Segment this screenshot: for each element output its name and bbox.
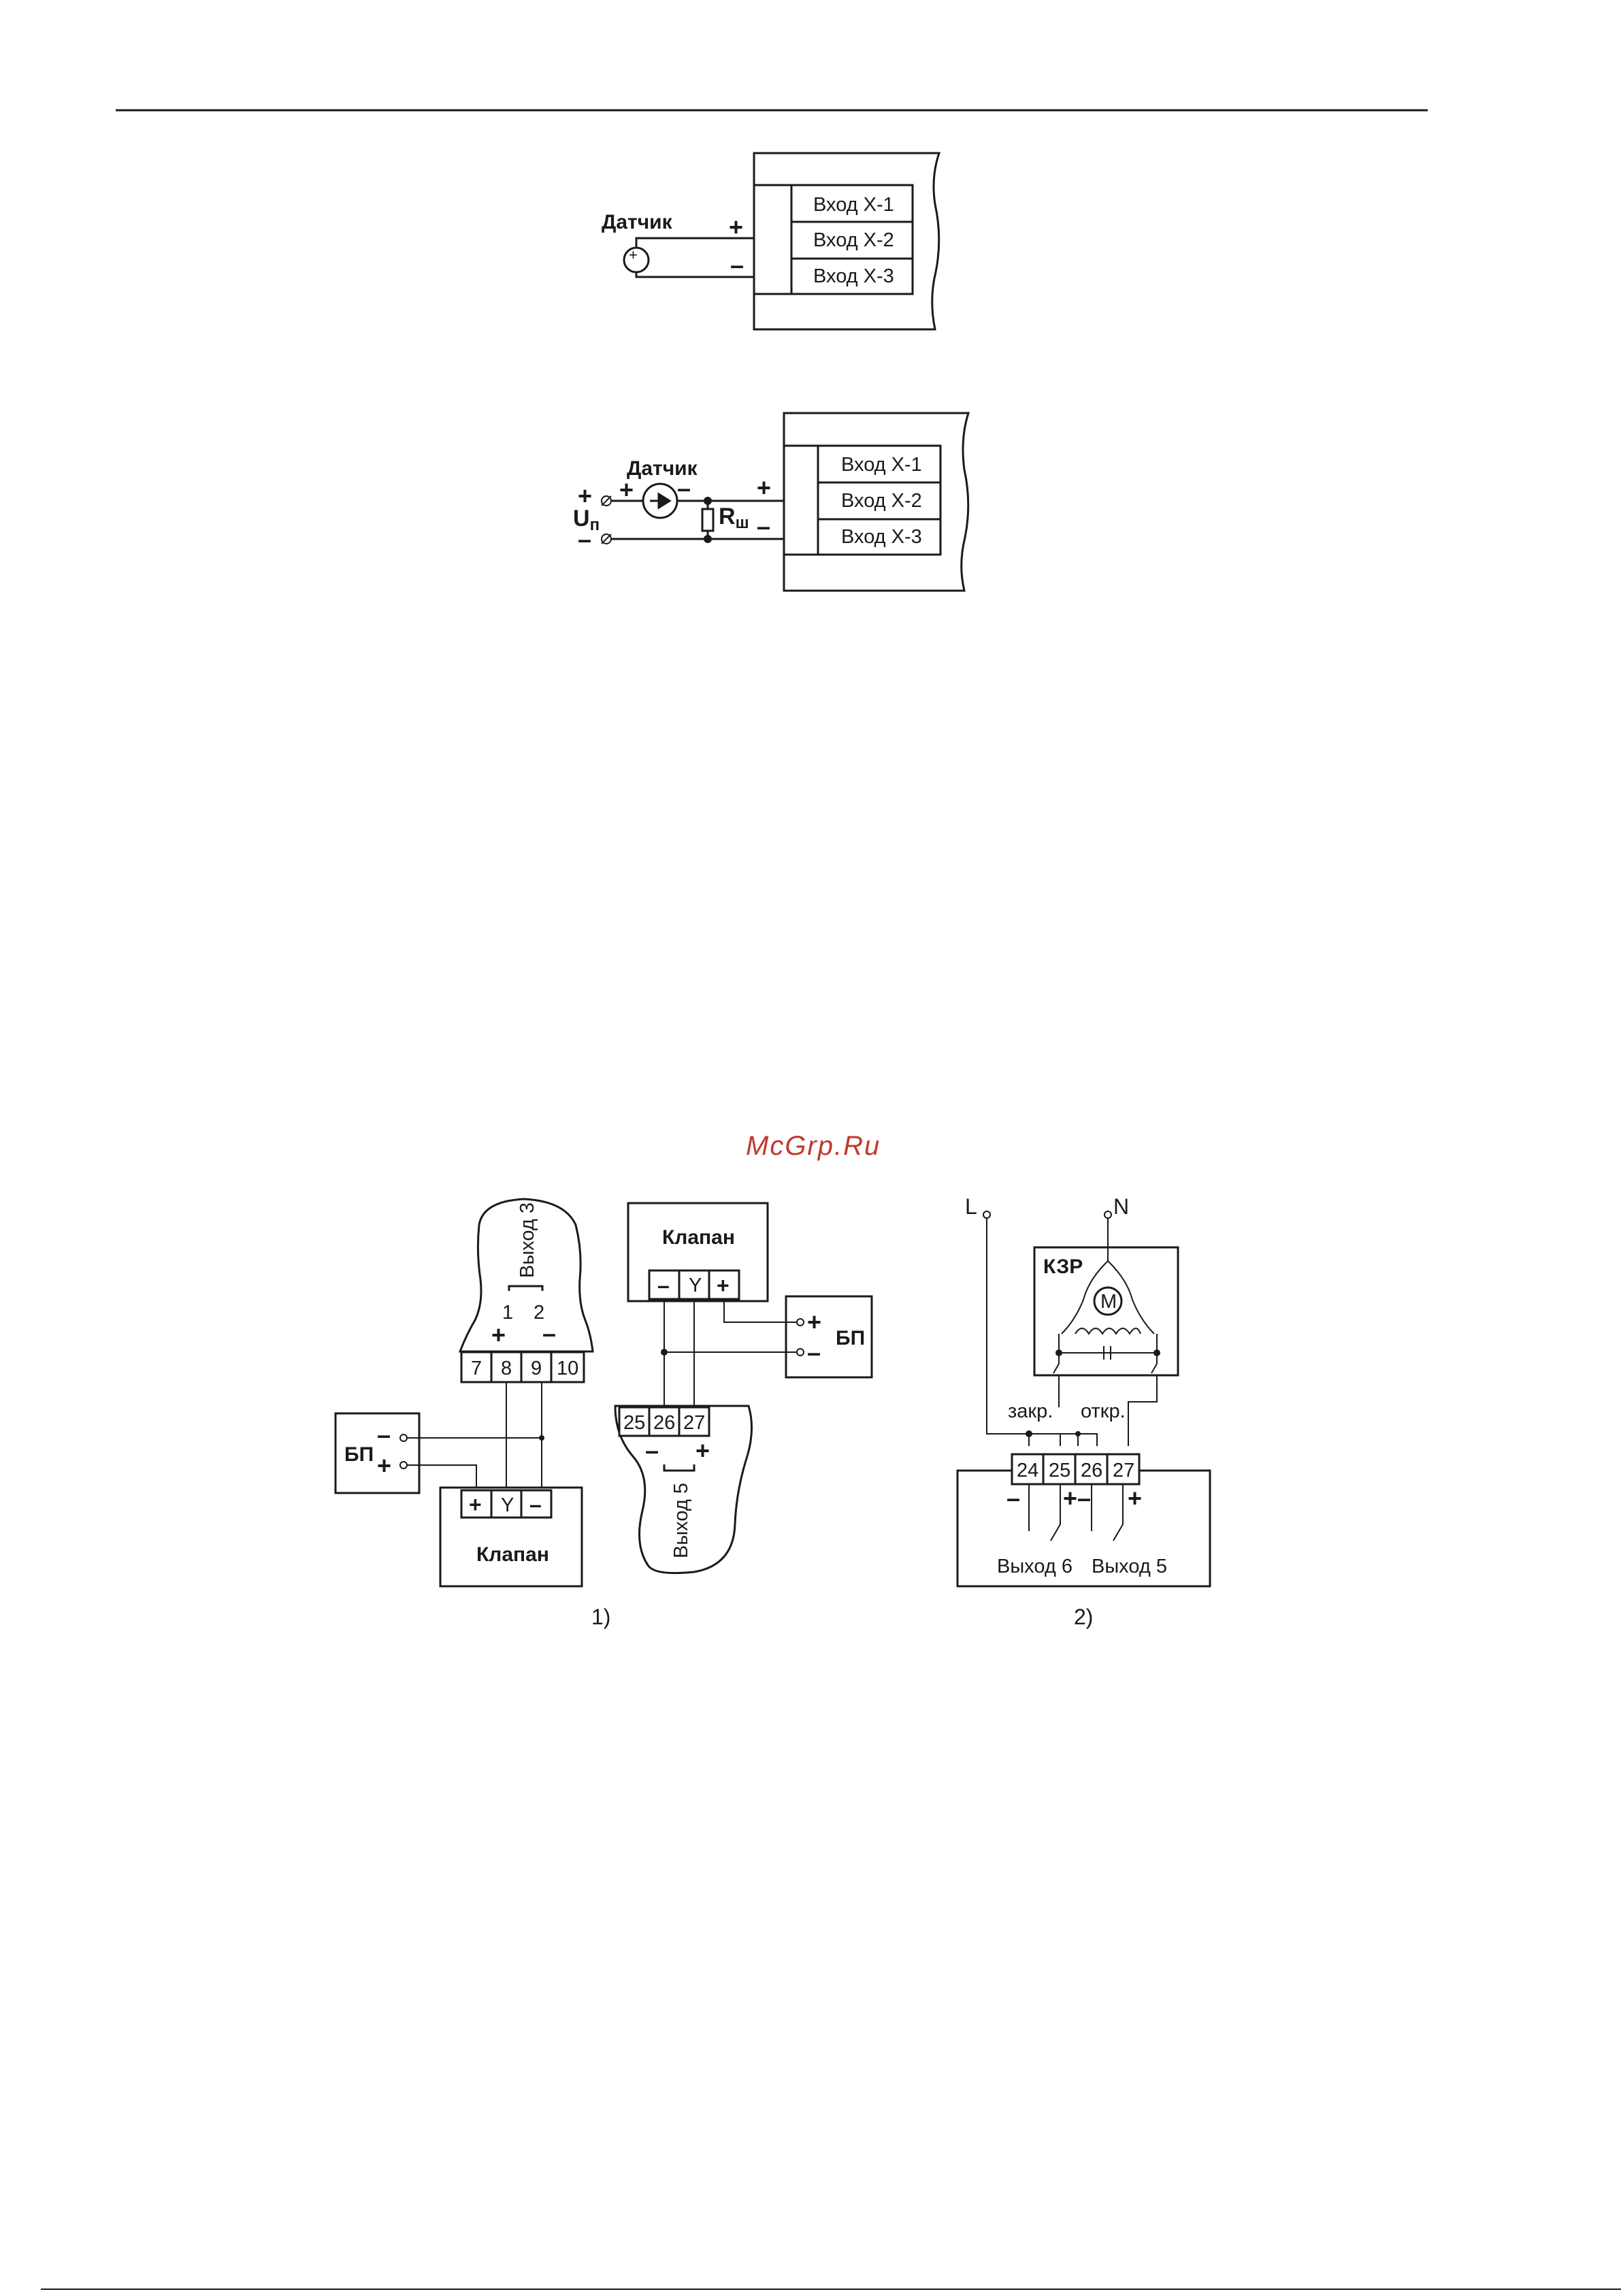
input-minus: – [757,512,770,540]
input-plus: + [757,474,771,502]
output-6-label: Выход 6 [997,1556,1073,1577]
junction-dot [661,1349,668,1356]
polarity-27: + [1128,1484,1142,1512]
supply-minus: – [578,525,591,553]
terminal-7-label: 7 [471,1358,482,1379]
diagram-1-valve-wiring: Выход 3 1 2 + – 7 8 9 10 БП – + + Y – [335,1199,872,1629]
input-x3-label: Вход X-3 [841,526,922,548]
valve-label-upper: Клапан [662,1226,735,1249]
shunt-label: Rш [719,504,749,532]
current-arrow-icon [650,494,670,508]
wire-open [1128,1375,1157,1446]
polarity-25-26: +– [1063,1484,1091,1512]
sensor-minus: – [677,474,691,502]
terminal-N-icon [1104,1211,1111,1218]
valve-top-pin-minus-label: – [657,1273,670,1298]
sensor-plus-mark: + [629,246,638,263]
plus-sign: + [729,213,743,241]
input-x1-label: Вход X-1 [841,454,922,476]
psu-right-minus: – [807,1339,821,1366]
terminal-8-label: 8 [501,1358,512,1379]
close-label: закр. [1008,1400,1053,1422]
watermark: McGrp.Ru [746,1131,881,1161]
output-3-bracket [509,1286,542,1291]
psu-plus: + [377,1452,391,1479]
input-x3-label: Вход X-3 [813,265,894,287]
terminal-9-label: 9 [531,1358,542,1379]
kzr-label: КЗР [1043,1256,1083,1278]
valve-top-pin-plus-label: + [717,1273,730,1298]
terminal-24-label: 24 [1017,1460,1038,1481]
terminal-10-label: 10 [557,1358,578,1379]
terminal-26-label: 26 [1081,1460,1102,1481]
output-5-plus: + [695,1437,710,1464]
valve-pin-minus-label: – [529,1492,542,1517]
input-x1-label: Вход X-1 [813,194,894,216]
psu-label: БП [344,1443,374,1466]
shunt-resistor [702,509,713,531]
input-x2-label: Вход X-2 [841,490,922,512]
wire-close-to-25 [1029,1434,1060,1446]
line-N-label: N [1113,1194,1129,1219]
wire-26-27 [1078,1434,1097,1446]
motor-label: M [1100,1291,1117,1313]
terminal-25-label: 25 [623,1412,645,1434]
psu-right-plus: + [807,1308,821,1336]
valve-pin-plus-label: + [469,1492,482,1517]
sensor-label: Датчик [602,211,673,233]
minus-sign: – [730,251,744,279]
psu-right-label: БП [836,1327,865,1349]
junction-dot [539,1435,544,1441]
terminal-25-label: 25 [1049,1460,1070,1481]
terminal-26-label: 26 [653,1412,675,1434]
caption-2: 2) [1074,1605,1093,1629]
valve-top-pin-y-label: Y [689,1275,702,1296]
output-5-minus: – [645,1437,659,1464]
valve-label-lower: Клапан [476,1543,549,1566]
output-5-label: Выход 5 [670,1483,692,1558]
output-3-label: Выход 3 [517,1202,538,1278]
psu-minus: – [377,1421,391,1449]
terminal-27-label: 27 [1113,1460,1134,1481]
polarity-24: – [1006,1484,1020,1512]
input-column-left [784,446,818,555]
open-label: откр. [1081,1400,1126,1422]
junction-dot [1026,1430,1032,1437]
input-x2-label: Вход X-2 [813,229,894,251]
pin-plus: + [491,1321,506,1349]
diagram-2-kzr-wiring: L N КЗР M закр. откр. 24 25 2 [957,1194,1210,1629]
diagram-sensor-current: Вход X-1 Вход X-2 Вход X-3 Датчик + – + … [573,413,968,591]
diagram-sensor-voltage: Вход X-1 Вход X-2 Вход X-3 Датчик + + – [602,153,939,329]
caption-1: 1) [591,1605,610,1629]
sensor-plus: + [619,476,634,504]
output-5-label: Выход 5 [1092,1556,1167,1577]
terminal-27-label: 27 [683,1412,705,1434]
output-5-bracket [664,1464,694,1471]
valve-pin-y-label: Y [501,1494,514,1516]
pin-minus: – [542,1319,556,1347]
terminal-L-icon [983,1211,990,1218]
input-column-left [754,185,791,294]
line-L-label: L [965,1194,977,1219]
